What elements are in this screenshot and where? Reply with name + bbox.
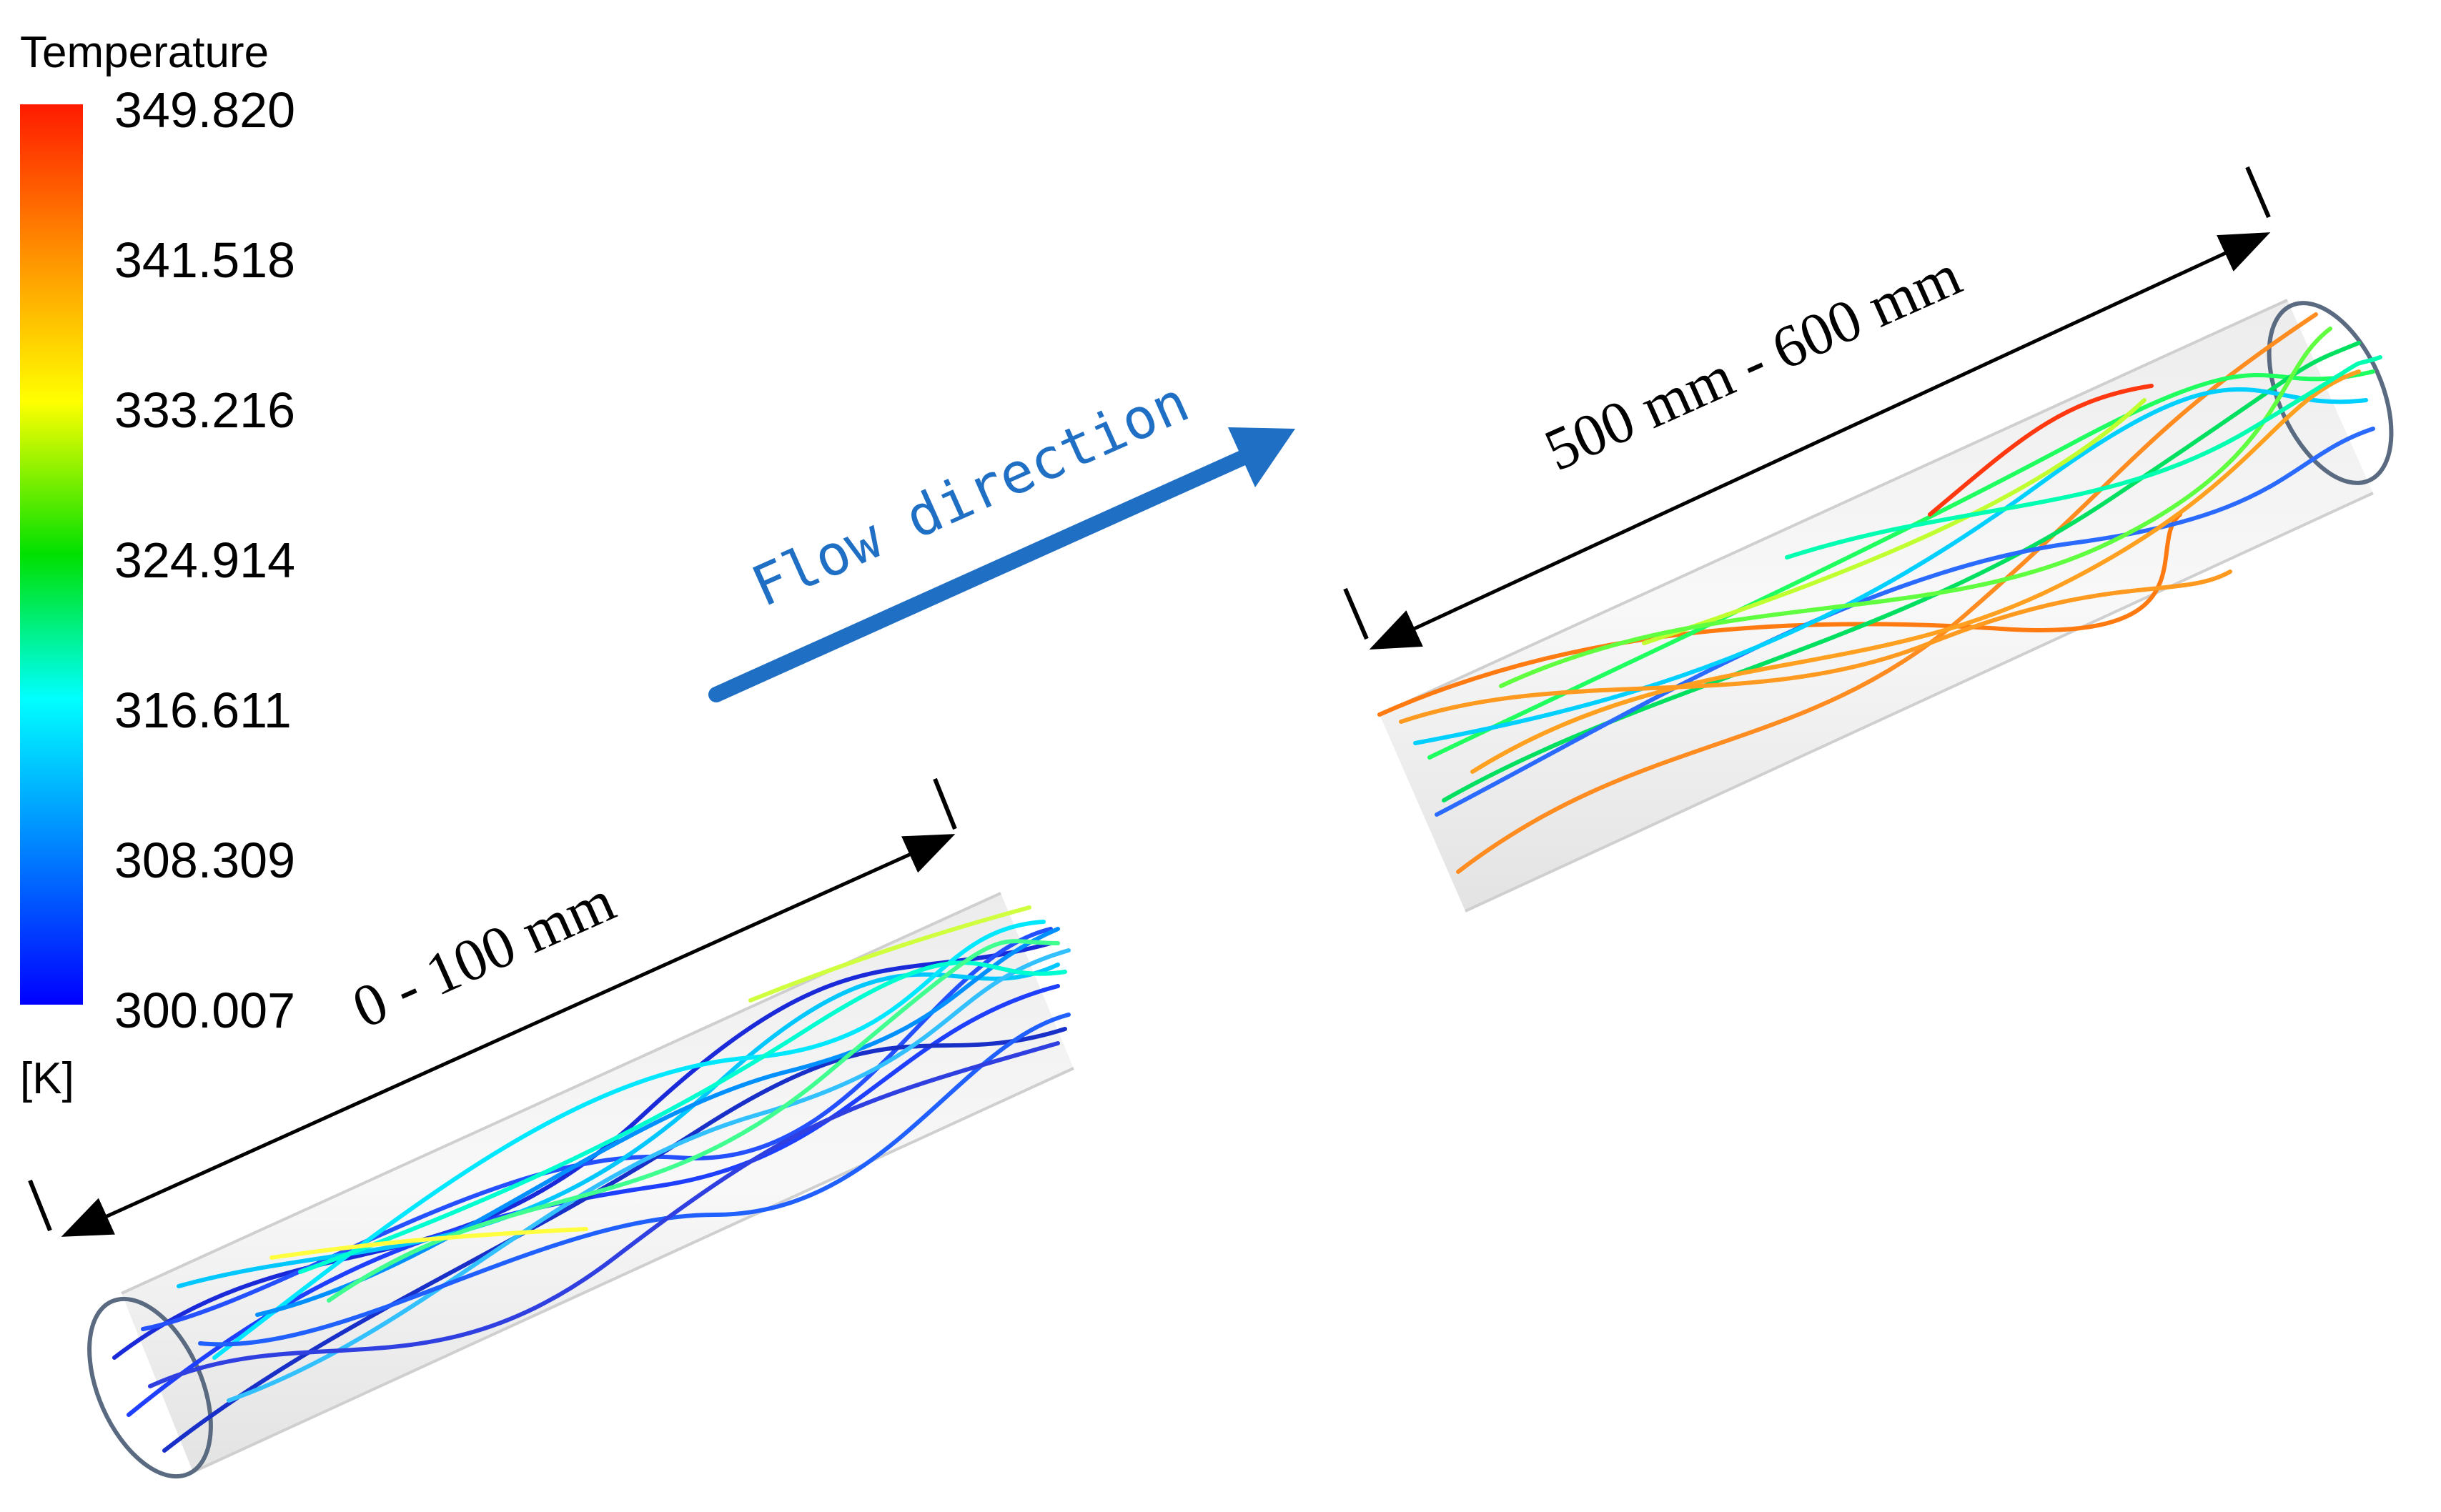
- streamline: [298, 960, 1067, 1274]
- outlet-tube: [1377, 299, 2394, 912]
- legend-tick: 308.309: [114, 832, 295, 888]
- flow-arrow-head: [1228, 427, 1295, 487]
- dimension-tick: [2245, 166, 2271, 219]
- streamline: [1435, 427, 2375, 817]
- streamline: [269, 1227, 588, 1260]
- streamline: [127, 984, 1060, 1417]
- legend-color-bar: [20, 104, 83, 1005]
- legend-tick: 341.518: [114, 232, 295, 288]
- tube-outlet-rim: [2267, 301, 2394, 485]
- streamline: [1470, 369, 2361, 774]
- legend-unit: [K]: [20, 1054, 74, 1103]
- inlet-tube: [87, 892, 1074, 1479]
- legend-tick: 324.914: [114, 532, 295, 588]
- streamline: [227, 948, 1071, 1403]
- streamline: [1499, 327, 2332, 688]
- flow-arrow-shaft: [708, 449, 1252, 702]
- legend-title: Temperature: [20, 28, 269, 77]
- outlet-streamlines: [1377, 312, 2382, 874]
- tube-edge: [1379, 299, 2288, 716]
- streamline: [1642, 398, 2147, 645]
- tube-edge: [1465, 492, 2374, 912]
- flow-direction-indicator: Flow direction: [708, 370, 1295, 702]
- inlet-section: 0 - 100 mm: [28, 777, 1074, 1479]
- inlet-streamlines: [112, 905, 1071, 1453]
- legend-tick: 333.216: [114, 382, 295, 438]
- streamline: [1399, 570, 2232, 724]
- streamline: [1928, 384, 2154, 517]
- streamline: [748, 905, 1031, 1003]
- streamline: [141, 927, 1053, 1331]
- streamline: [198, 1013, 1071, 1347]
- temperature-legend: Temperature 349.820 341.518 333.216 324.…: [20, 28, 295, 1103]
- streamline: [148, 1041, 1060, 1388]
- streamline: [255, 927, 1060, 1317]
- dimension-tick: [1343, 587, 1369, 640]
- outlet-section-label: 500 mm - 600 mm: [1535, 242, 1971, 484]
- legend-tick: 316.611: [114, 682, 292, 738]
- dimension-line: [1369, 232, 2271, 650]
- legend-tick: 349.820: [114, 82, 295, 138]
- tube-body: [1380, 300, 2373, 911]
- streamline: [1427, 369, 2375, 760]
- inlet-section-label: 0 - 100 mm: [343, 867, 625, 1041]
- tube-edge: [192, 1067, 1074, 1473]
- dimension-tick: [28, 1179, 52, 1232]
- outlet-section: 500 mm - 600 mm: [1343, 166, 2394, 912]
- legend-tick: 300.007: [114, 983, 295, 1038]
- legend-ticks: 349.820 341.518 333.216 324.914 316.611 …: [114, 82, 295, 1038]
- streamline: [327, 939, 1060, 1303]
- streamline: [1785, 355, 2382, 559]
- dimension-line: [61, 834, 956, 1237]
- dimension-tick: [933, 777, 957, 830]
